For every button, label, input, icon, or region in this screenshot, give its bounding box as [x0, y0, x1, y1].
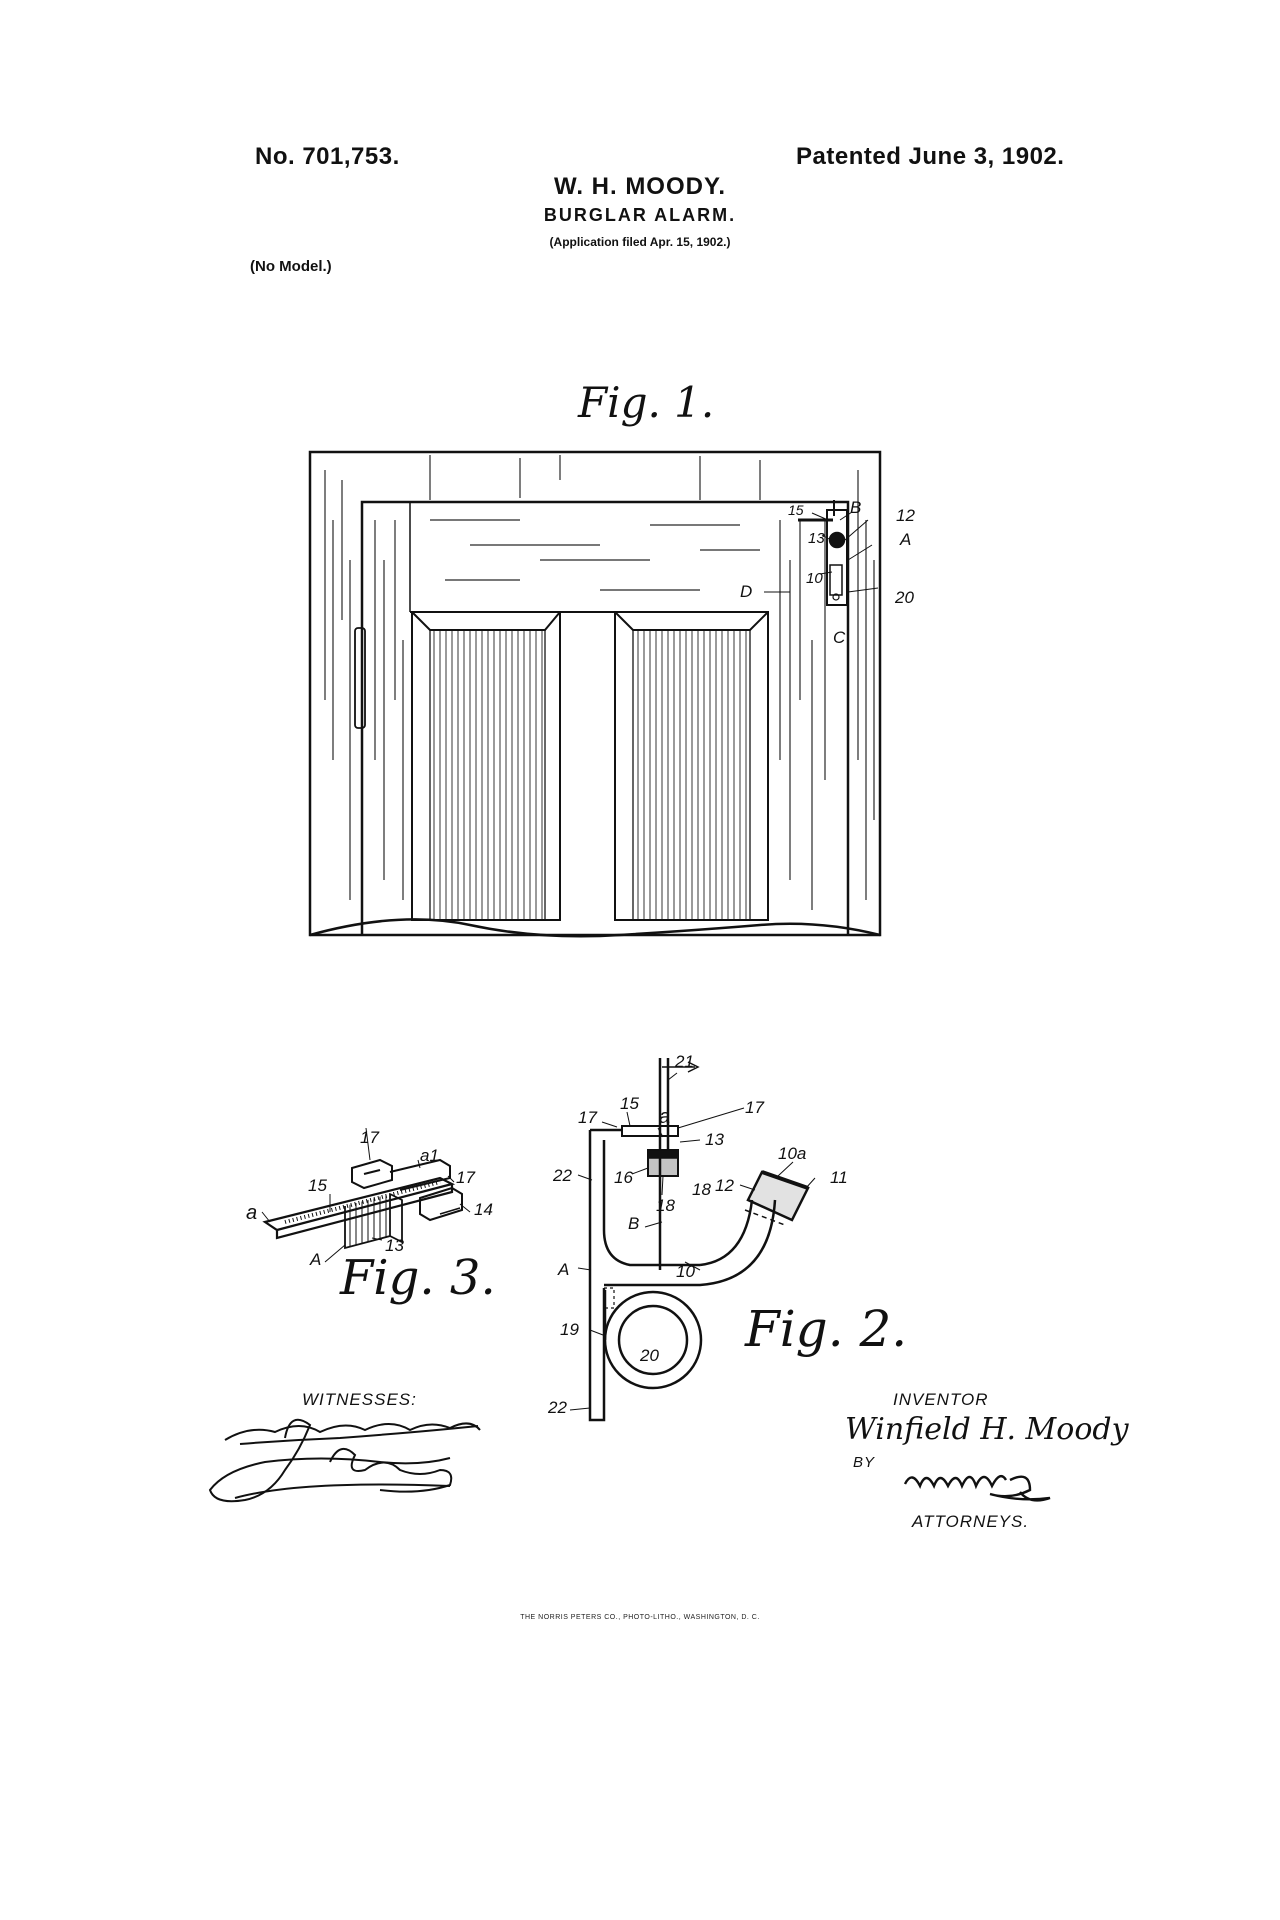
model-note: (No Model.) — [250, 258, 332, 275]
fig1-label-d: D — [740, 582, 753, 601]
fig1-label-15: 15 — [788, 502, 804, 518]
fig2-label-21: 21 — [675, 1052, 694, 1071]
by-label: BY — [853, 1454, 876, 1471]
attorney-signature — [903, 1474, 1051, 1502]
fig3-label-a1: a1 — [420, 1146, 439, 1165]
fig2-label-12: 12 — [715, 1176, 734, 1195]
printer-imprint: THE NORRIS PETERS CO., PHOTO-LITHO., WAS… — [520, 1614, 760, 1621]
fig1-label-a: A — [900, 530, 912, 549]
fig3-label-a: a — [246, 1202, 258, 1224]
fig1-label-10: 10 — [806, 570, 823, 587]
fig1-label-b: B — [850, 498, 862, 517]
fig2-label-a: A — [558, 1260, 570, 1279]
fig2-label-22-bottom: 22 — [548, 1398, 567, 1417]
fig2-label-16: 16 — [614, 1168, 633, 1187]
fig2-label-13: 13 — [705, 1130, 724, 1149]
witness-signatures — [208, 1418, 481, 1503]
figure-2-caption: Fig. 2. — [745, 1300, 908, 1358]
fig1-label-13: 13 — [808, 530, 825, 547]
inventor-name: W. H. MOODY. — [553, 173, 726, 200]
fig2-label-18-bottom: 18 — [656, 1196, 675, 1215]
inventor-label: INVENTOR — [893, 1390, 989, 1409]
fig2-label-11: 11 — [830, 1168, 848, 1187]
fig3-label-14: 14 — [474, 1200, 493, 1219]
patent-number: No. 701,753. — [255, 143, 400, 170]
fig2-label-20: 20 — [640, 1346, 659, 1365]
fig2-label-b: B — [628, 1214, 640, 1233]
figure-3-caption: Fig. 3. — [340, 1250, 496, 1306]
patent-title: BURGLAR ALARM. — [543, 205, 737, 225]
fig3-label-13: 13 — [385, 1236, 404, 1255]
application-note: (Application filed Apr. 15, 1902.) — [549, 235, 731, 249]
fig3-label-a-part: A — [310, 1250, 322, 1269]
fig2-label-17-right: 17 — [745, 1098, 764, 1117]
figure-1-caption: Fig. 1. — [578, 378, 715, 427]
fig2-label-19: 19 — [560, 1320, 579, 1339]
figure-3-drawing — [261, 1127, 471, 1263]
fig2-label-22-top: 22 — [553, 1166, 572, 1185]
fig2-label-10a: 10a — [778, 1144, 807, 1163]
figure-1-drawing — [308, 450, 882, 938]
fig2-label-15: 15 — [620, 1094, 639, 1113]
fig1-label-12: 12 — [896, 506, 915, 525]
figure-2-drawing — [569, 1058, 816, 1422]
fig3-label-17-right: 17 — [456, 1168, 475, 1187]
attorneys-label: ATTORNEYS. — [912, 1512, 1030, 1531]
inventor-signature: Winfield H. Moody — [845, 1412, 1129, 1447]
patent-date: Patented June 3, 1902. — [796, 143, 1065, 170]
fig2-label-17-left: 17 — [578, 1108, 597, 1127]
fig1-label-c: C' — [833, 628, 849, 647]
fig3-label-17-top: 17 — [360, 1128, 379, 1147]
fig1-label-20: 20 — [895, 588, 914, 607]
fig2-label-a: a — [659, 1106, 671, 1128]
witnesses-label: WITNESSES: — [302, 1390, 417, 1409]
fig2-label-10: 10 — [676, 1262, 695, 1281]
fig2-label-18-right: 18 — [692, 1180, 711, 1199]
fig3-label-15: 15 — [308, 1176, 327, 1195]
